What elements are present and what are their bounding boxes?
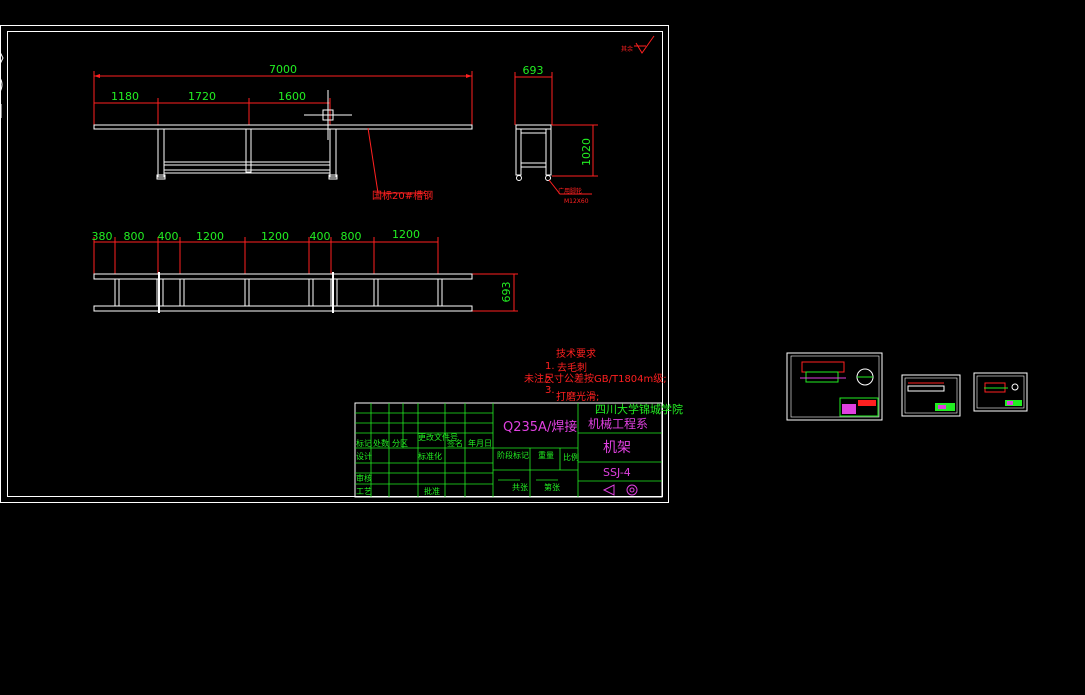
thumbnail-sheet-1[interactable] bbox=[786, 352, 883, 421]
tb-scale: 比例 bbox=[563, 452, 579, 462]
tb-school: 四川大学锦城学院 bbox=[595, 402, 683, 416]
dim-1180: 1180 bbox=[111, 90, 139, 103]
dim-1600: 1600 bbox=[278, 90, 306, 103]
dim-1200-c: 1200 bbox=[392, 228, 420, 241]
plan-view: 380 800 400 1200 1200 400 800 1200 693 bbox=[92, 228, 518, 313]
tech-note-3: 打磨光滑; bbox=[556, 390, 599, 403]
tb-stage: 阶段标记 bbox=[497, 450, 529, 460]
leader-note-channel: 国标20#槽钢 bbox=[372, 189, 433, 202]
left-edge-fragments bbox=[0, 51, 4, 118]
dim-1020: 1020 bbox=[580, 138, 593, 166]
tech-notes-heading: 技术要求 bbox=[556, 347, 596, 360]
dim-800-a: 800 bbox=[124, 230, 145, 243]
tb-count: 处数 bbox=[373, 438, 389, 448]
roughness-label: 其余 bbox=[621, 45, 633, 53]
tech-note-2: 未注尺寸公差按GB/T1804m级; bbox=[524, 372, 667, 385]
tb-drawing-no: SSJ-4 bbox=[603, 466, 631, 479]
side-view: 693 1020 广用脚轮 M12X60 bbox=[514, 64, 598, 205]
leader-note-caster: 广用脚轮 bbox=[558, 187, 582, 195]
dim-1720: 1720 bbox=[188, 90, 216, 103]
tb-approve: 批准 bbox=[424, 486, 440, 496]
thumbnail-sheet-2[interactable] bbox=[901, 374, 961, 417]
tb-standardize: 标准化 bbox=[418, 451, 442, 461]
thumbnail-sheet-3[interactable] bbox=[973, 372, 1028, 412]
dim-400-b: 400 bbox=[310, 230, 331, 243]
sheet-inner-border bbox=[7, 31, 663, 497]
tb-sign: 签名 bbox=[447, 438, 463, 448]
front-view: 7000 1180 1720 1600 国标20#槽钢 bbox=[93, 63, 473, 202]
roughness-mark: 其余 bbox=[621, 35, 655, 54]
sheet-outer-border bbox=[0, 25, 669, 503]
tb-weight: 重量 bbox=[538, 450, 554, 460]
projection-symbol-icon bbox=[602, 484, 638, 496]
dim-800-b: 800 bbox=[341, 230, 362, 243]
tb-design: 设计 bbox=[356, 451, 372, 461]
tb-mark: 标记 bbox=[356, 438, 372, 448]
cursor-crosshair-icon bbox=[304, 90, 352, 140]
tb-date: 年月日 bbox=[468, 438, 492, 448]
tb-part-name: 机架 bbox=[603, 440, 631, 456]
dim-7000: 7000 bbox=[269, 63, 297, 76]
tb-zone: 分区 bbox=[392, 439, 408, 448]
tb-department: 机械工程系 bbox=[588, 416, 648, 431]
dim-400-a: 400 bbox=[158, 230, 179, 243]
leader-note-bolt: M12X60 bbox=[564, 198, 589, 205]
tb-material: Q235A/焊接 bbox=[503, 419, 577, 435]
technical-notes: 技术要求 1. 去毛刺 2. 未注尺寸公差按GB/T1804m级; 3. 打磨光… bbox=[524, 347, 667, 403]
dim-1200-a: 1200 bbox=[196, 230, 224, 243]
tb-process: 工艺 bbox=[356, 487, 372, 496]
tb-change-doc: 更改文件号 bbox=[418, 432, 458, 442]
dim-1200-b: 1200 bbox=[261, 230, 289, 243]
tb-sheet: 第张 bbox=[544, 482, 560, 492]
tb-sheets: 共张 bbox=[512, 483, 528, 492]
tech-note-1: 去毛刺 bbox=[557, 362, 587, 374]
tb-review: 审核 bbox=[356, 473, 372, 483]
dim-693-plan: 693 bbox=[500, 282, 513, 303]
tech-note-1-num: 1. bbox=[545, 361, 555, 372]
dim-380: 380 bbox=[92, 230, 113, 243]
dim-693-side: 693 bbox=[523, 64, 544, 77]
title-block: 标记 处数 分区 更改文件号 签名 年月日 设计 标准化 审核 工艺 批准 阶段… bbox=[354, 402, 683, 498]
tech-note-2-num: 2. bbox=[545, 375, 555, 386]
tech-note-3-num: 3. bbox=[545, 385, 555, 396]
